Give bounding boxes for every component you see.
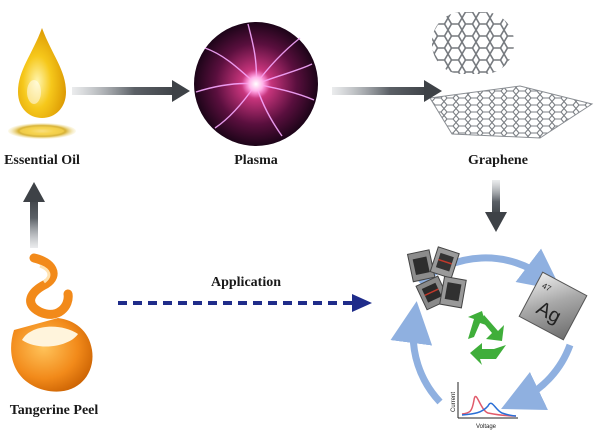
arrow-graphene-to-application (485, 180, 507, 232)
tangerine-peel-icon (11, 253, 93, 392)
arrow-plasma-to-graphene (332, 80, 442, 102)
graphene-lattice-icon (429, 12, 594, 139)
recycle-icon (468, 311, 506, 365)
arrow-oil-to-plasma (72, 80, 190, 102)
application-arrow (118, 294, 372, 312)
plasma-ball-icon (194, 22, 318, 146)
tangerine-peel-label: Tangerine Peel (10, 403, 99, 418)
plot-xlabel: Voltage (476, 424, 497, 430)
essential-oil-label: Essential Oil (4, 153, 80, 168)
plot-ylabel: Current (451, 392, 457, 412)
silver-element-tile-icon: 47 Ag (518, 271, 588, 341)
essential-oil-drop-icon (8, 28, 76, 139)
electrode-chips-icon (406, 246, 467, 311)
application-label: Application (211, 275, 281, 290)
graphene-label: Graphene (468, 153, 528, 168)
arrow-peel-to-oil (23, 182, 45, 248)
voltammetry-plot-icon: Current Voltage (451, 382, 518, 430)
plasma-label: Plasma (234, 153, 278, 168)
